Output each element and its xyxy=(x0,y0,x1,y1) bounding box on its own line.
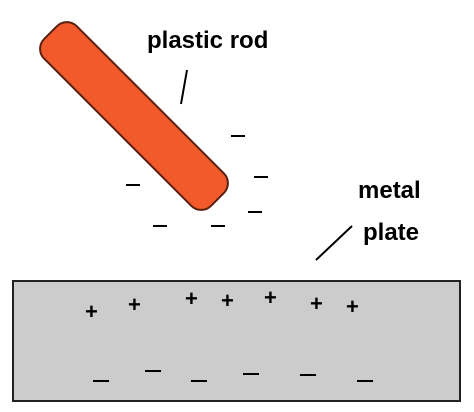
plastic-rod xyxy=(39,21,229,211)
plate-positive-charges: + + + + + + + xyxy=(85,285,359,324)
plus-charge: + xyxy=(264,285,277,310)
metal-plate xyxy=(12,280,461,402)
plus-charge: + xyxy=(310,291,323,316)
plate-label-line1: metal xyxy=(358,177,421,204)
plus-charge: + xyxy=(221,288,234,313)
rod-label-pointer xyxy=(180,69,188,105)
plus-charge: + xyxy=(185,286,198,311)
rod-charges xyxy=(126,135,268,227)
plus-charge: + xyxy=(346,294,359,319)
plate-negative-charges xyxy=(93,370,373,382)
plate-label-line2: plate xyxy=(363,219,419,246)
plastic-rod-body xyxy=(39,21,229,211)
plus-charge: + xyxy=(85,299,98,324)
plate-label-pointer xyxy=(315,225,353,261)
rod-label: plastic rod xyxy=(147,27,268,54)
plus-charge: + xyxy=(128,292,141,317)
